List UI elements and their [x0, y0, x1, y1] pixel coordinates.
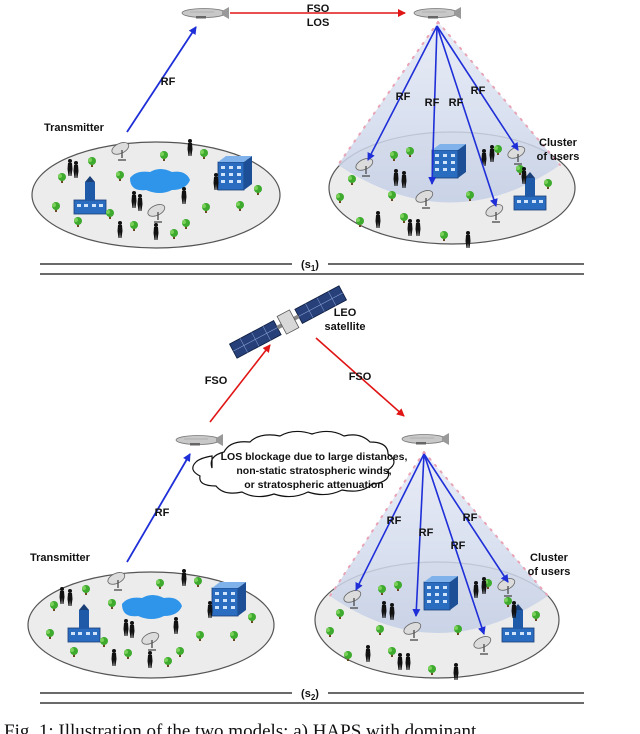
fso-downlink-from-leo — [315, 337, 405, 417]
rf-uplink — [126, 453, 191, 563]
leo-label-line1: LEO — [334, 307, 357, 319]
cluster-label-line2: of users — [528, 566, 571, 578]
rf-beams — [367, 25, 519, 207]
separator-label: (s1) — [301, 259, 319, 273]
transmitter-label: Transmitter — [44, 122, 105, 134]
cluster-label-line1: Cluster — [539, 137, 578, 149]
panel-2: LOS blockage due to large distances, non… — [27, 285, 584, 704]
cone-edge-right — [423, 451, 549, 597]
beam-label: RF — [463, 512, 478, 524]
rf-uplink — [126, 26, 197, 133]
panel-1: FSO LOS RF Transmitter Cluster of users … — [31, 3, 584, 275]
cloud-text-line2: non-static stratospheric winds, — [236, 465, 391, 477]
pond — [130, 169, 190, 193]
haps-transmitter-side — [175, 433, 224, 447]
haps-user-side — [401, 432, 450, 446]
leo-satellite — [228, 285, 348, 359]
rf-uplink-label: RF — [161, 76, 176, 88]
los-blockage-cloud: LOS blockage due to large distances, non… — [192, 430, 408, 498]
beam-label: RF — [387, 515, 402, 527]
beam-label: RF — [396, 91, 411, 103]
cone-edge-left — [329, 451, 425, 597]
leo-label-line2: satellite — [325, 321, 366, 333]
beam-label: RF — [425, 97, 440, 109]
cone-edge-left — [337, 21, 439, 166]
pond — [122, 595, 182, 619]
separator-s2 — [40, 692, 584, 704]
fso-label: FSO — [307, 3, 330, 15]
los-label: LOS — [307, 17, 330, 29]
cloud-text-line1: LOS blockage due to large distances, — [221, 451, 408, 463]
transmitter-label: Transmitter — [30, 552, 91, 564]
beam-label: RF — [449, 97, 464, 109]
figure-caption: Fig. 1: Illustration of the two models: … — [4, 721, 477, 734]
cluster-label-line1: Cluster — [530, 552, 569, 564]
beam-label: RF — [419, 527, 434, 539]
separator-label: (s2) — [301, 688, 319, 702]
cluster-label-line2: of users — [537, 151, 580, 163]
haps-transmitter-side — [181, 6, 230, 20]
cloud-text-line3: or stratospheric attenuation — [244, 479, 383, 491]
cone-edge-right — [437, 21, 561, 166]
fso-left-label: FSO — [205, 375, 228, 387]
haps-user-side — [413, 6, 462, 20]
beam-label: RF — [471, 85, 486, 97]
rf-beams — [355, 453, 509, 635]
separator-s1 — [40, 263, 584, 275]
beam-label: RF — [451, 540, 466, 552]
fso-right-label: FSO — [349, 371, 372, 383]
fso-uplink-to-leo — [209, 344, 271, 423]
office-building — [211, 581, 247, 617]
office-building — [217, 155, 253, 191]
rf-uplink-label: RF — [155, 507, 170, 519]
